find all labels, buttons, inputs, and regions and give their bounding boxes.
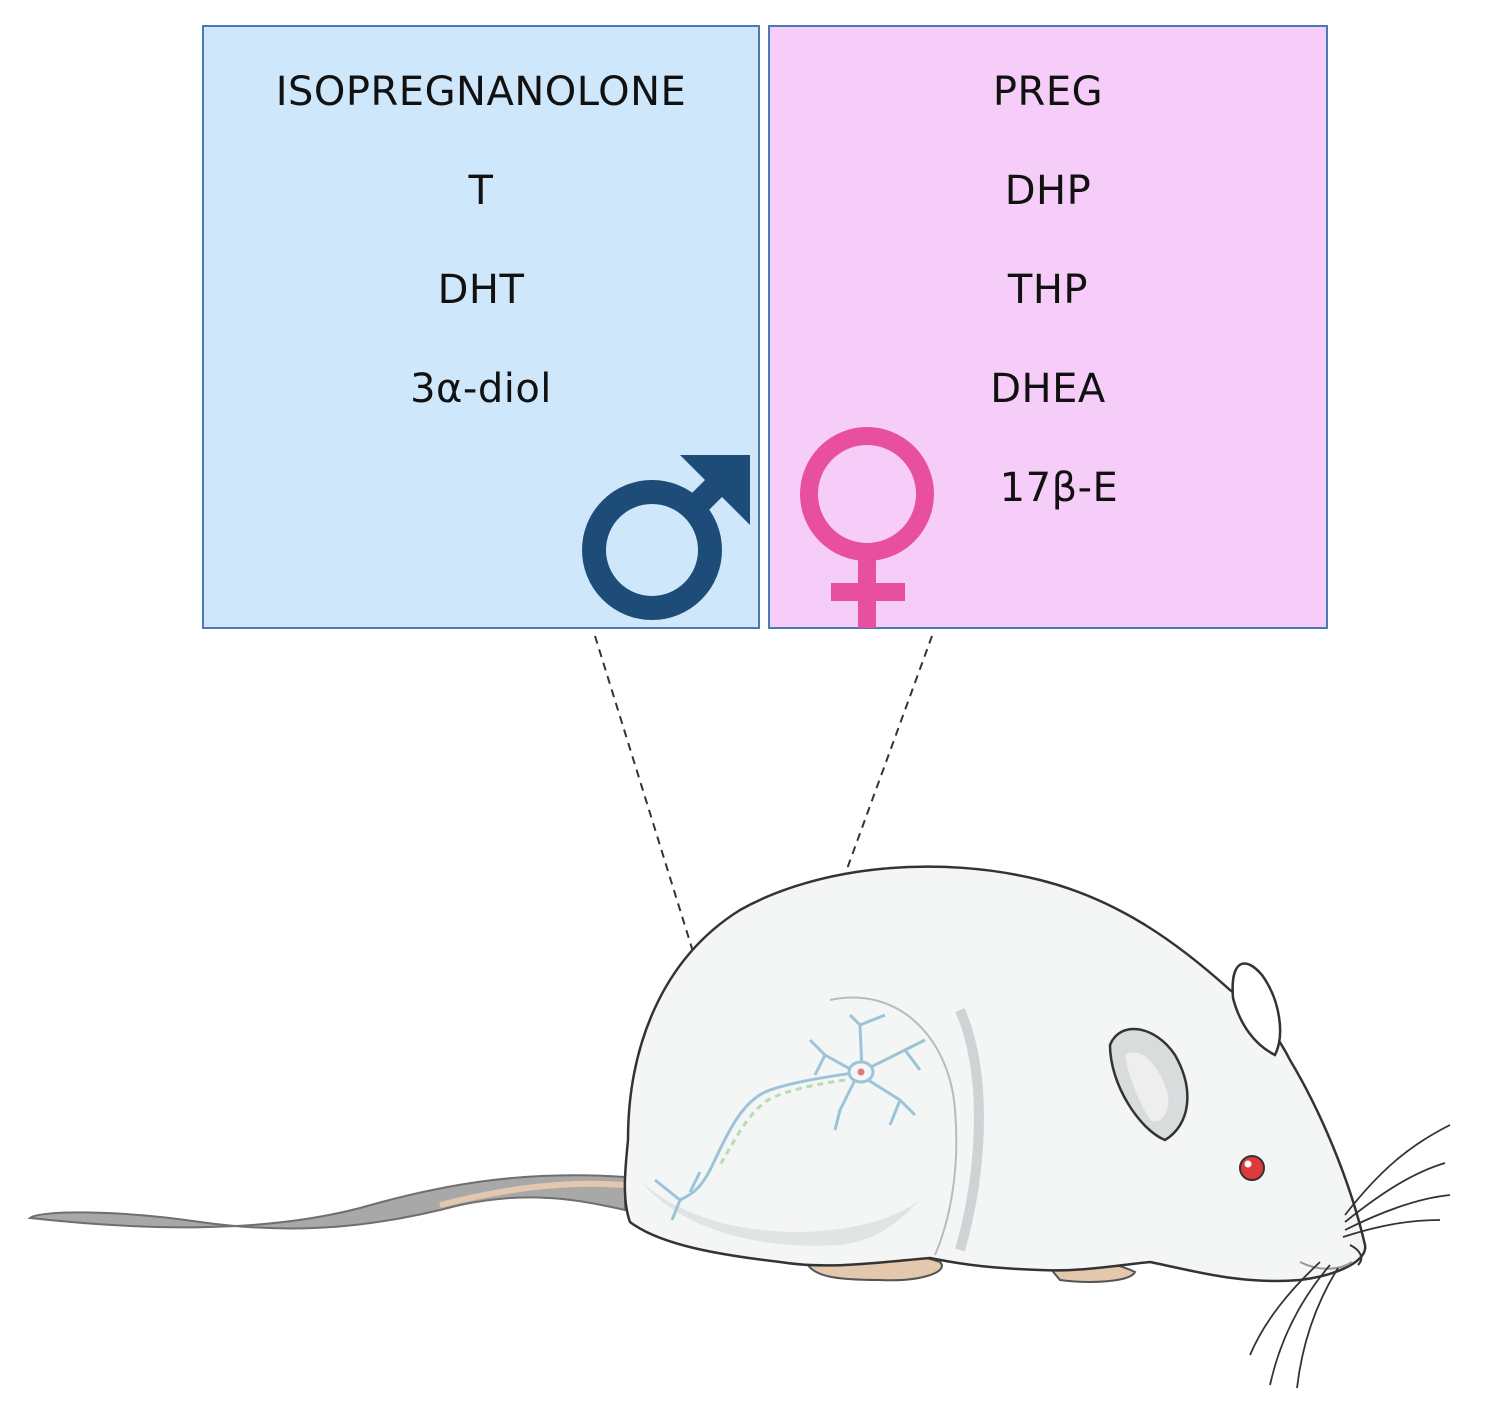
male-steroid-item: ISOPREGNANOLONE (275, 69, 687, 115)
rat-icon (27, 865, 1451, 1389)
female-steroid-item: DHP (1004, 168, 1092, 214)
male-steroid-panel: ISOPREGNANOLONE T DHT 3α-diol (202, 25, 760, 629)
male-steroid-item: DHT (437, 267, 525, 313)
male-steroid-item: T (468, 168, 494, 214)
female-steroid-list: PREG DHP THP DHEA 17β-E (770, 65, 1326, 560)
female-symbol-icon (800, 427, 934, 628)
female-steroid-item: 17β-E (999, 465, 1119, 511)
female-steroid-item: THP (1007, 267, 1089, 313)
male-steroid-list: ISOPREGNANOLONE T DHT 3α-diol (204, 65, 758, 461)
female-steroid-panel: PREG DHP THP DHEA 17β-E (768, 25, 1328, 629)
neuron-icon (654, 1013, 926, 1221)
female-steroid-item: PREG (992, 69, 1104, 115)
male-symbol-icon (582, 455, 750, 620)
female-steroid-item: DHEA (990, 366, 1106, 412)
male-steroid-item: 3α-diol (410, 366, 552, 412)
